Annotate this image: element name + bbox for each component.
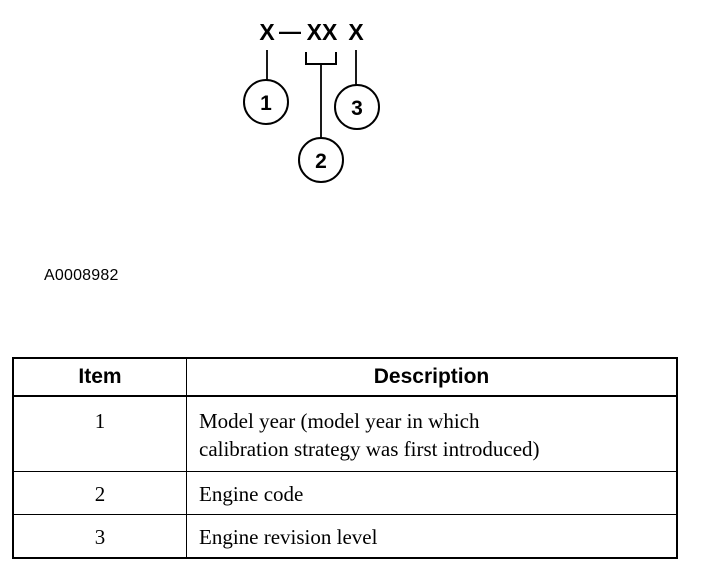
description-line: Engine revision level <box>199 525 378 549</box>
header-description: Description <box>186 357 678 397</box>
callout-1: 1 <box>243 79 289 125</box>
engine-code-bracket <box>305 52 337 65</box>
callout-1-label: 1 <box>260 92 272 115</box>
description-line: Model year (model year in which <box>199 409 480 433</box>
code-part-year: X <box>259 19 275 45</box>
item-description: Model year (model year in which calibrat… <box>186 395 678 472</box>
item-description-table: Item Description 1 Model year (model yea… <box>12 357 678 559</box>
code-separator: — <box>279 19 301 44</box>
table-header-row: Item Description <box>12 357 678 397</box>
header-item: Item <box>12 357 187 397</box>
callout-2: 2 <box>298 137 344 183</box>
item-number: 3 <box>12 514 187 559</box>
description-line: calibration strategy was first introduce… <box>199 437 540 461</box>
item-description: Engine revision level <box>186 514 678 559</box>
table-row: 3 Engine revision level <box>12 514 678 559</box>
table-row: 1 Model year (model year in which calibr… <box>12 395 678 472</box>
callout-3-label: 3 <box>351 97 363 120</box>
callout-2-label: 2 <box>315 150 327 173</box>
figure-id: A0008982 <box>44 267 119 284</box>
callout-3: 3 <box>334 84 380 130</box>
code-format-diagram: X — XX X 1 2 3 <box>243 19 380 183</box>
code-part-engine: XX <box>307 19 338 45</box>
code-part-revision: X <box>348 19 364 45</box>
description-line: Engine code <box>199 482 304 506</box>
item-description: Engine code <box>186 471 678 515</box>
item-number: 1 <box>12 395 187 472</box>
item-number: 2 <box>12 471 187 515</box>
table-row: 2 Engine code <box>12 471 678 515</box>
